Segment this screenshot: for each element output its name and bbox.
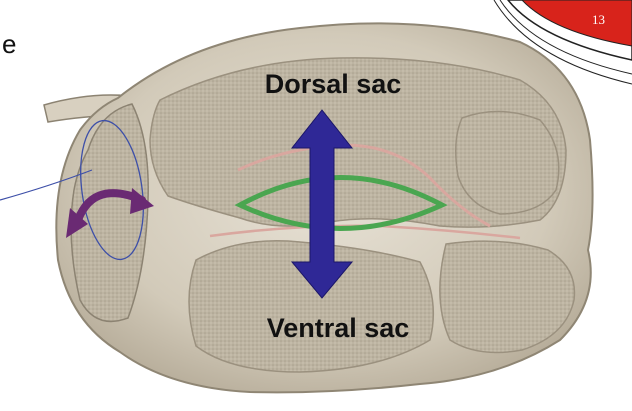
reticulum-chamber xyxy=(70,103,149,323)
lens-loop-icon xyxy=(234,175,448,231)
reticulum-pen-outline xyxy=(80,119,144,261)
ventral-blind-sac xyxy=(439,240,576,354)
corner-emblem xyxy=(493,0,632,85)
ventral-sac-label: Ventral sac xyxy=(266,313,410,343)
corner-number: 13 xyxy=(592,12,605,27)
double-headed-vertical-arrow-icon xyxy=(290,109,354,299)
cut-off-text-fragment: e xyxy=(2,29,17,59)
dorsal-sac-label: Dorsal sac xyxy=(264,69,402,99)
curved-double-arrow-icon xyxy=(66,188,154,238)
pointer-line xyxy=(0,169,93,201)
dorsal-blind-sac xyxy=(455,110,560,215)
ventral-sac-interior xyxy=(188,240,435,373)
ruminal-pillar xyxy=(237,143,491,228)
